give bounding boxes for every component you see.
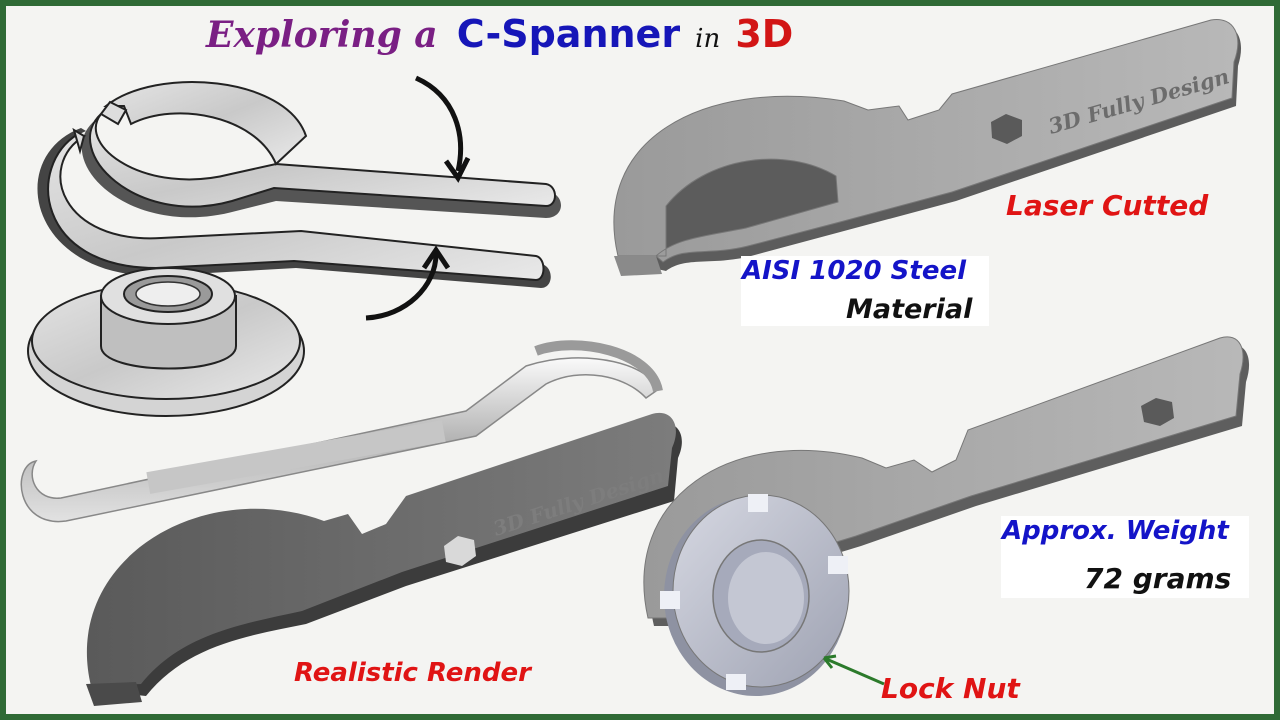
thumbnail-canvas: 3D Fully Design 3D Fully Design <box>6 6 1274 714</box>
arrow-icon <box>414 75 464 172</box>
weight-value-label: 72 grams <box>1084 562 1232 595</box>
title-part-3d: 3D <box>735 12 794 56</box>
weight-box <box>1001 516 1249 598</box>
title-part-cspanner: C-Spanner <box>456 12 681 56</box>
material-box <box>741 256 989 326</box>
video-title: Exploring a C-Spanner in 3D <box>206 12 793 62</box>
material-caption-label: Material <box>846 294 973 325</box>
title-part-exploring: Exploring a <box>206 14 438 56</box>
locknut <box>660 494 850 696</box>
material-name-label: AISI 1020 Steel <box>742 256 966 286</box>
laser-cutted-label: Laser Cutted <box>1006 189 1209 222</box>
title-part-in: in <box>695 24 721 54</box>
locknut-arrow-icon <box>823 656 885 686</box>
sketch-spanner-top <box>81 81 562 218</box>
sketch-spanner-bottom <box>37 127 551 288</box>
laser-spanner: 3D Fully Design <box>613 19 1242 276</box>
weight-caption-label: Approx. Weight <box>1002 516 1229 546</box>
realistic-render-label: Realistic Render <box>294 658 531 688</box>
illustration: 3D Fully Design 3D Fully Design <box>20 19 1250 706</box>
photo-spanner <box>20 340 663 523</box>
sketch-locknut-illustration <box>27 267 305 417</box>
render-spanner: 3D Fully Design <box>86 412 682 706</box>
lock-nut-label: Lock Nut <box>881 672 1020 705</box>
